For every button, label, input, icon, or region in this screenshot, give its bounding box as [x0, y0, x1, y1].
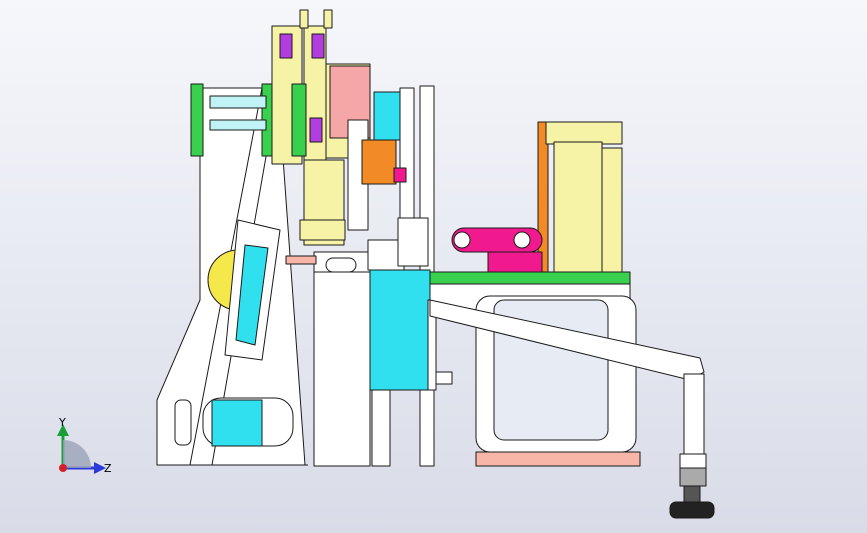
conveyor-table: [429, 271, 715, 519]
left-triangular-frame: [156, 83, 308, 466]
center-motor-block: [285, 217, 453, 467]
axis-triad: Y Z: [57, 416, 112, 475]
leveling-foot: [669, 501, 715, 519]
pneumatic-cylinder: [451, 121, 623, 275]
z-axis-label: Z: [104, 462, 112, 475]
y-axis-label: Y: [58, 416, 66, 429]
orange-gripper: [361, 139, 397, 185]
